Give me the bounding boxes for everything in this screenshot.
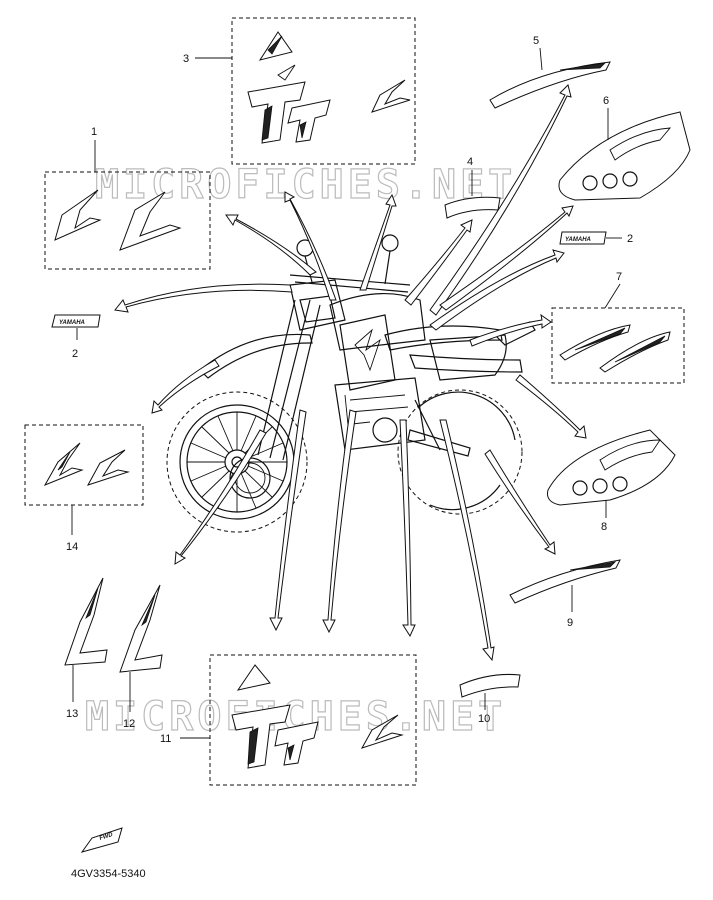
part-7-box bbox=[551, 307, 685, 384]
callout-2-left: 2 bbox=[72, 348, 78, 360]
part-10-decal bbox=[459, 674, 521, 698]
part-1-box bbox=[44, 171, 211, 270]
part-14-box bbox=[24, 424, 144, 506]
part-11-group: 11 bbox=[160, 654, 417, 786]
callout-12: 12 bbox=[123, 718, 135, 730]
part-14-group: 14 bbox=[24, 424, 144, 553]
part-3-box bbox=[231, 17, 416, 165]
headlight-cowl bbox=[289, 279, 346, 331]
part-4-decal bbox=[444, 196, 501, 219]
forward-indicator: FWD bbox=[80, 827, 123, 853]
part-1-decal-large bbox=[119, 191, 182, 251]
part-11-triangle-decal bbox=[236, 664, 271, 691]
tank-shroud bbox=[339, 314, 396, 391]
callout-8: 8 bbox=[601, 521, 607, 533]
part-5-decal bbox=[489, 61, 611, 109]
callout-2-right: 2 bbox=[627, 233, 633, 245]
part-2-right-group: YAMAHA 2 bbox=[559, 231, 633, 245]
fwd-label: FWD bbox=[99, 832, 114, 842]
part-12-decal bbox=[119, 584, 163, 673]
part-14-decal-large bbox=[86, 449, 130, 486]
part-2-left-group: YAMAHA 2 bbox=[51, 314, 101, 360]
rear-wheel bbox=[397, 389, 523, 515]
part-13-decal bbox=[64, 577, 108, 666]
callout-14: 14 bbox=[66, 541, 78, 553]
part-3-side-decal bbox=[371, 79, 411, 113]
part-1-group: 1 bbox=[44, 126, 211, 270]
front-fork bbox=[257, 299, 321, 461]
part-3-tt-decal bbox=[247, 64, 331, 144]
callout-1: 1 bbox=[91, 126, 97, 138]
callout-5: 5 bbox=[533, 35, 539, 47]
part-12-group: 12 bbox=[119, 584, 163, 730]
part-11-tt-decal bbox=[231, 704, 319, 769]
callout-9: 9 bbox=[567, 617, 573, 629]
part-8-side-cover-decal bbox=[547, 429, 676, 506]
part-3-group: 3 bbox=[183, 17, 416, 165]
callout-11: 11 bbox=[160, 733, 171, 745]
part-9-decal bbox=[509, 559, 621, 604]
part-2-emblem-left bbox=[51, 314, 101, 328]
rear-shock bbox=[414, 399, 441, 451]
shroud-graphic bbox=[354, 328, 381, 372]
callout-6: 6 bbox=[603, 95, 609, 107]
callout-4: 4 bbox=[467, 156, 473, 168]
headlight bbox=[299, 295, 336, 323]
seat bbox=[384, 325, 503, 351]
diagram-part-code: 4GV3354-5340 bbox=[71, 868, 146, 880]
fuel-tank bbox=[329, 293, 426, 351]
front-fender bbox=[199, 333, 313, 379]
part-11-side-decal bbox=[360, 714, 404, 749]
callout-10: 10 bbox=[478, 713, 490, 725]
part-6-side-cover-decal bbox=[558, 111, 691, 201]
callout-3: 3 bbox=[183, 53, 189, 65]
part-4-group: 4 bbox=[444, 156, 501, 219]
side-cover bbox=[429, 334, 507, 381]
swingarm bbox=[407, 429, 471, 457]
part-2-emblem-right bbox=[559, 231, 607, 245]
part-7-group: 7 bbox=[551, 271, 685, 384]
callout-13: 13 bbox=[66, 708, 78, 720]
part-5-group: 5 bbox=[489, 35, 611, 109]
part-1-decal-small bbox=[54, 189, 102, 241]
emblem-left-text: YAMAHA bbox=[59, 320, 85, 326]
fwd-arrow-icon bbox=[80, 827, 123, 853]
part-6-group: 6 bbox=[558, 95, 691, 201]
front-wheel bbox=[166, 391, 308, 533]
exhaust bbox=[409, 354, 523, 373]
part-10-group: 10 bbox=[459, 674, 521, 725]
watermark-top: MICROFICHES.NET bbox=[95, 162, 516, 208]
part-9-group: 9 bbox=[509, 559, 621, 629]
part-8-group: 8 bbox=[547, 429, 676, 533]
callout-7: 7 bbox=[616, 271, 622, 283]
placement-arrows bbox=[114, 84, 587, 662]
part-13-group: 13 bbox=[64, 577, 108, 720]
emblem-right-text: YAMAHA bbox=[565, 237, 591, 243]
